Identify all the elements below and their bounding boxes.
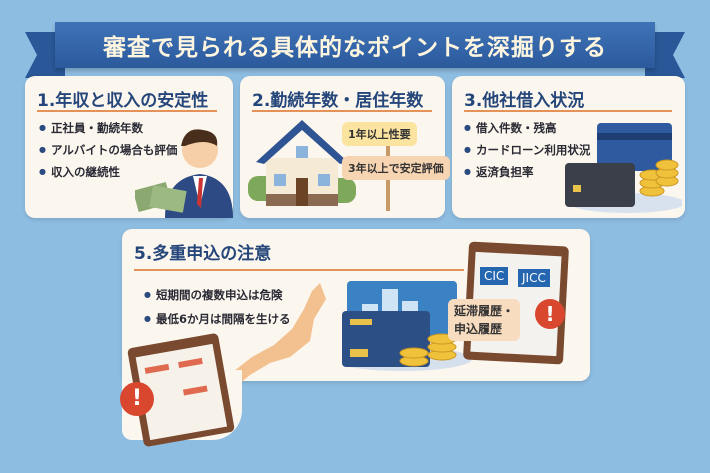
list-item: 正社員・勤続年数 <box>39 120 143 136</box>
japan-map-icon <box>234 283 326 385</box>
list-item: 返済負担率 <box>464 164 534 180</box>
card-title: 3.他社借入状況 <box>464 91 585 111</box>
businessman-with-money-icon <box>135 129 233 218</box>
warning-icon: ! <box>120 382 154 416</box>
tag-3-years: 3年以上で安定評価 <box>342 156 450 180</box>
page-title: 審査で見られる具体的なポイントを深掘りする <box>103 35 607 61</box>
credit-cards-coins-icon <box>565 123 682 213</box>
house-icon <box>248 120 356 206</box>
card-chart-coins-icon <box>342 281 472 371</box>
tag-1-year: 1年以上性要 <box>342 122 417 146</box>
card-title: 1.年収と収入の安定性 <box>37 91 209 111</box>
title-banner: 審査で見られる具体的なポイントを深掘りする <box>55 22 655 68</box>
card-title: 2.勤続年数・居住年数 <box>252 91 424 111</box>
bubble-line: 延滞履歴・ <box>454 304 515 318</box>
list-item: アルバイトの場合も評価 <box>39 142 177 158</box>
cic-label: CIC <box>480 267 509 285</box>
list-item: 収入の継続性 <box>39 164 120 180</box>
card-income: 1.年収と収入の安定性 正社員・勤続年数 アルバイトの場合も評価 収入の継続性 <box>25 76 233 218</box>
divider <box>464 110 672 112</box>
list-item: 最低6か月は間隔を生ける <box>144 311 291 327</box>
history-bubble: 延滞履歴・ 申込履歴 <box>448 299 521 341</box>
divider <box>252 110 432 112</box>
jicc-label: JICC <box>518 269 550 287</box>
divider <box>134 269 464 271</box>
list-item: 短期間の複数申込は危険 <box>144 287 283 303</box>
divider <box>37 110 217 112</box>
card-tenure: 2.勤続年数・居住年数 1年以上性要 3年以上で安定評価 <box>240 76 450 218</box>
card-title: 5.多重申込の注意 <box>134 244 272 264</box>
card-other-loans: 3.他社借入状況 借入件数・残高 カードローン利用状況 返済負担率 <box>452 76 685 218</box>
list-item: カードローン利用状況 <box>464 142 590 158</box>
bubble-line: 申込履歴 <box>454 322 503 336</box>
warning-icon: ! <box>535 299 565 329</box>
list-item: 借入件数・残高 <box>464 120 557 136</box>
